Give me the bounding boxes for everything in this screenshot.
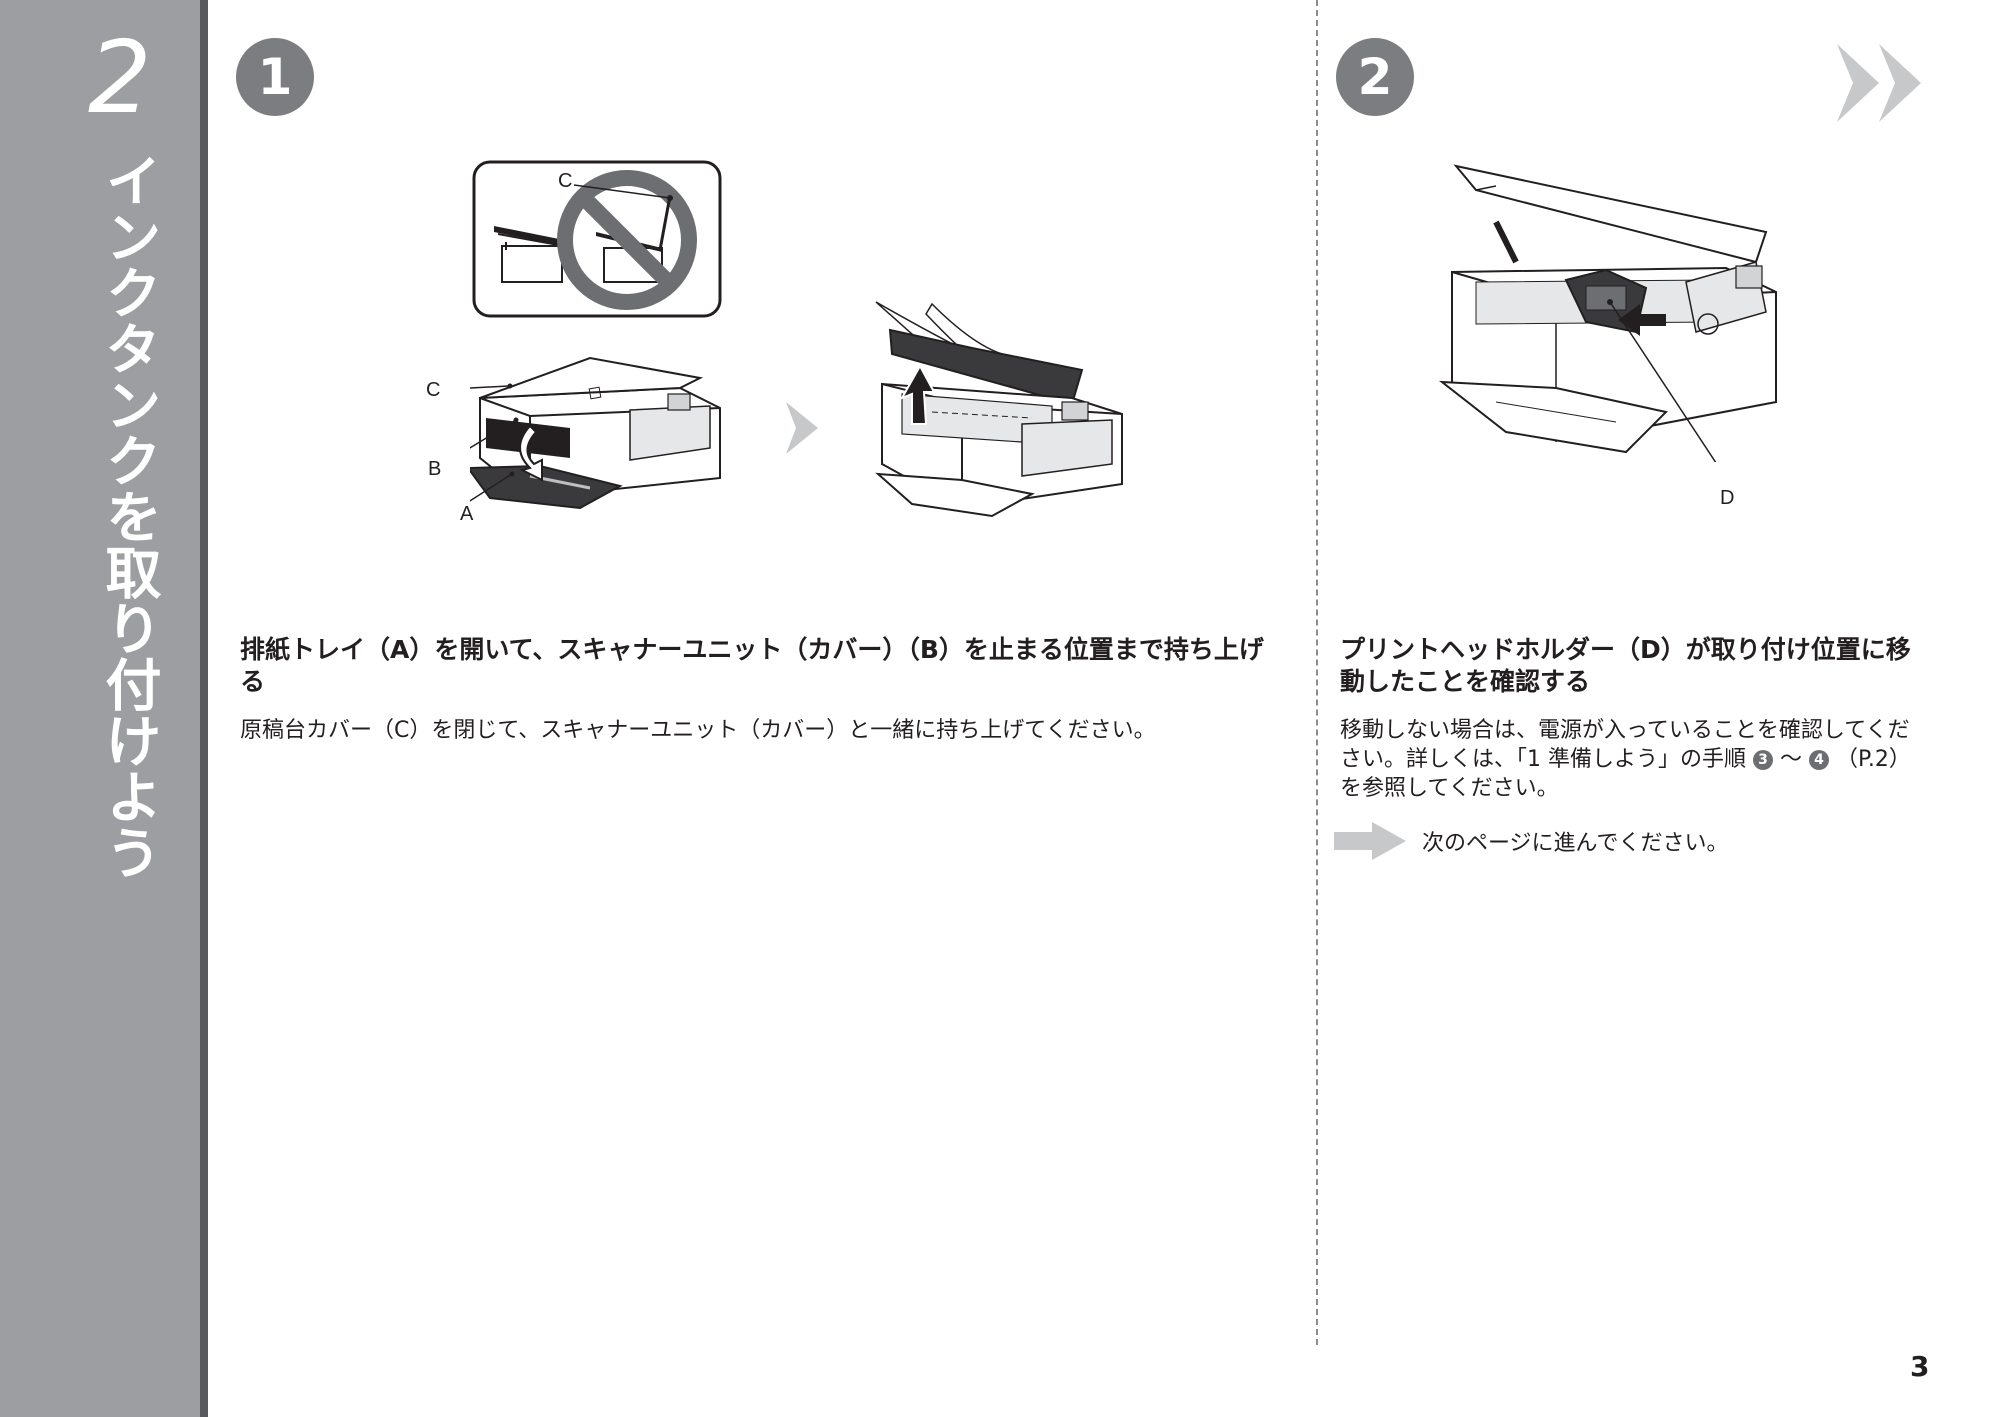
label-a-text: A xyxy=(460,503,474,525)
next-page-text: 次のページに進んでください。 xyxy=(1422,831,1729,856)
continue-double-chevron-icon xyxy=(1837,44,1921,122)
step-2-body: 移動しない場合は、電源が入っていることを確認してください。詳しくは、「1 準備し… xyxy=(1340,716,1920,803)
tilde: ～ xyxy=(1780,747,1803,772)
printer-head-holder-illustration xyxy=(1438,164,1777,462)
label-d-text: D xyxy=(1720,487,1734,509)
next-step-chevron-icon xyxy=(786,402,818,454)
next-page-note: 次のページに進んでください。 xyxy=(1334,822,1728,860)
printer-tray-open-illustration xyxy=(470,356,721,510)
label-c-inset: C xyxy=(558,170,572,192)
step-1-badge: 1 xyxy=(236,38,314,116)
label-c: C xyxy=(426,379,440,401)
step-ref-4-badge: 4 xyxy=(1809,750,1830,770)
step-1-heading: 排紙トレイ（A）を開いて、スキャナーユニット（カバー）（B）を止まる位置まで持ち… xyxy=(240,635,1264,696)
step-2-heading: プリントヘッドホルダー（D）が取り付け位置に移動したことを確認する xyxy=(1340,635,1911,696)
label-c-text: C xyxy=(426,379,440,401)
step-1-body: 原稿台カバー（C）を閉じて、スキャナーユニット（カバー）と一緒に持ち上げてくださ… xyxy=(240,718,1156,743)
arrow-right-icon xyxy=(1334,822,1406,860)
prohibited-inset-illustration xyxy=(472,160,722,318)
label-d: D xyxy=(1720,487,1734,509)
sidebar-edge xyxy=(200,0,208,1417)
printer-scanner-lifted-illustration xyxy=(875,301,1123,518)
label-b-text: B xyxy=(428,458,441,480)
label-b: B xyxy=(428,458,441,480)
label-a: A xyxy=(460,503,474,525)
column-divider xyxy=(1316,0,1318,1345)
step-2-body-part2: （P.2）を参照してください。 xyxy=(1340,747,1911,801)
step-2-badge: 2 xyxy=(1336,38,1414,116)
section-title: インクタンクを取り付けよう xyxy=(96,152,161,880)
sidebar xyxy=(0,0,200,1417)
section-number: 2 xyxy=(88,19,152,136)
page-number: 3 xyxy=(1910,1350,1930,1383)
label-c-inset-text: C xyxy=(558,170,572,192)
step-2-body-part1: 移動しない場合は、電源が入っていることを確認してください。詳しくは、「1 準備し… xyxy=(1340,718,1910,772)
step-ref-3-badge: 3 xyxy=(1753,750,1773,770)
